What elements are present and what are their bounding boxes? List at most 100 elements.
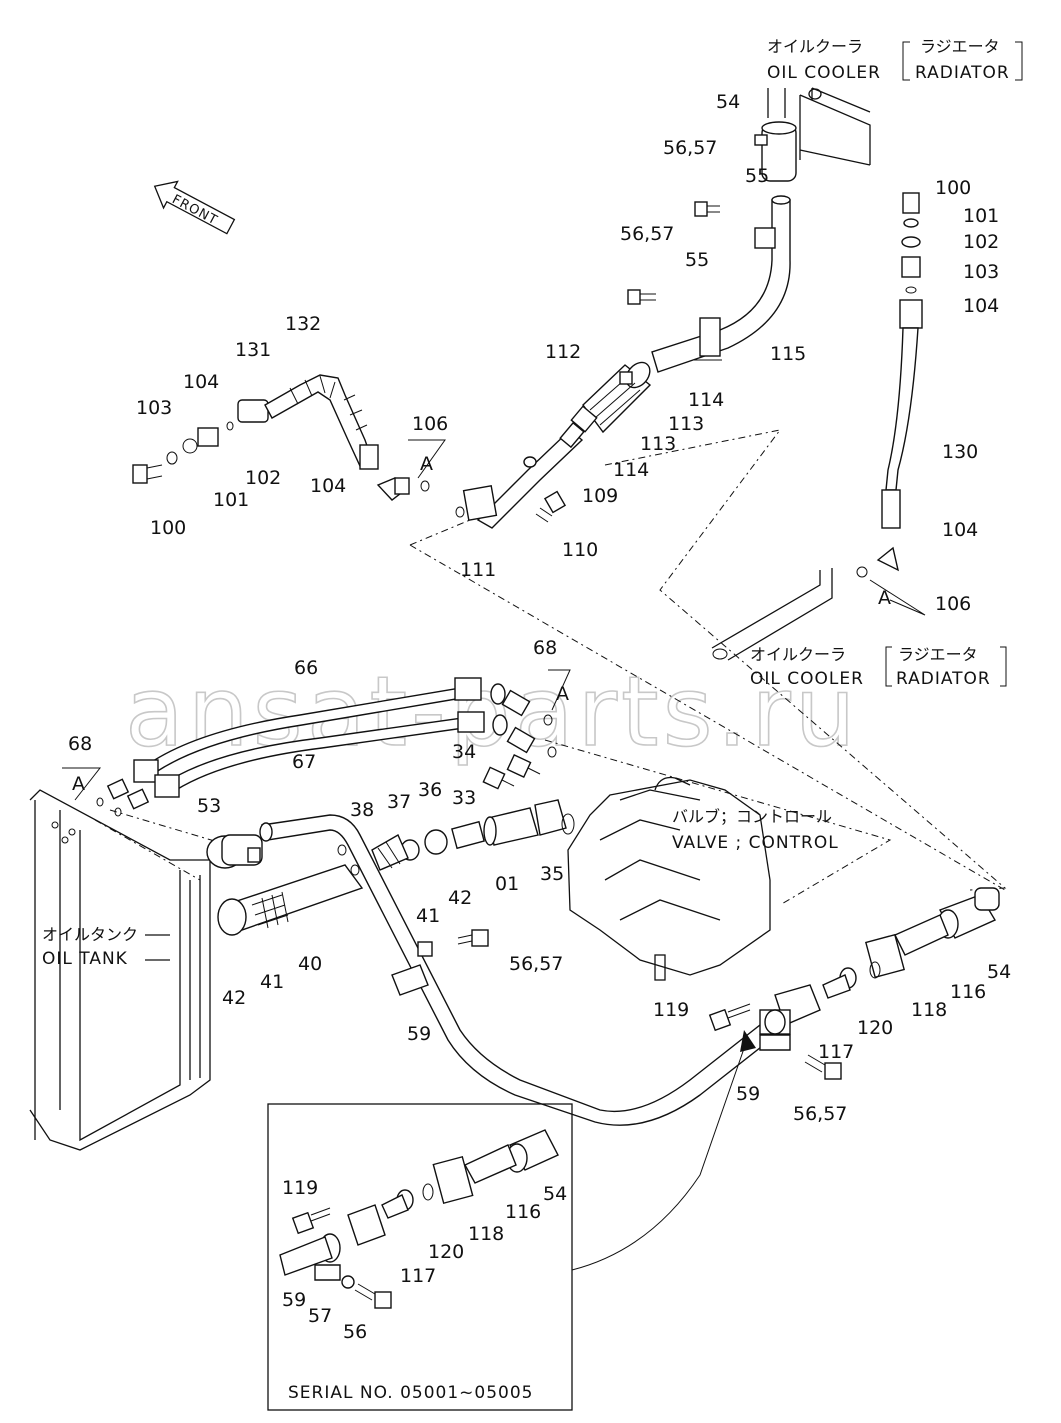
leader-dashed-1 xyxy=(409,429,1007,891)
part-number: 119 xyxy=(653,999,689,1021)
part-number: 130 xyxy=(942,441,978,463)
part-number: 66 xyxy=(294,657,318,679)
inset-arrow-line xyxy=(571,1036,749,1271)
radiator-top-en: RADIATOR xyxy=(915,63,1010,83)
part-number: A xyxy=(420,453,433,475)
part-number: 114 xyxy=(688,389,724,411)
oil-tank-drawing xyxy=(29,789,211,1151)
inset-arrow-head xyxy=(740,1030,756,1052)
bolt-56-57-b xyxy=(627,289,656,305)
part-number: 35 xyxy=(540,863,564,885)
hose-40 xyxy=(217,864,364,936)
suction-pipe-main xyxy=(259,814,771,1126)
inset-pipe-assembly xyxy=(279,1129,559,1309)
hose-130 xyxy=(881,299,923,529)
pipe-116 xyxy=(822,914,949,999)
leader-A-68-left xyxy=(62,767,102,801)
fittings-68-left xyxy=(96,778,150,817)
fitting-33 xyxy=(482,766,515,790)
bolt-56-57-c xyxy=(457,929,489,947)
leader-A-right xyxy=(869,579,926,616)
part-number: 100 xyxy=(150,517,186,539)
fittings-100-104-right xyxy=(901,192,921,294)
radiator-mid-en: RADIATOR xyxy=(896,669,991,689)
part-number: 116 xyxy=(950,981,986,1003)
oring-111 xyxy=(455,506,465,518)
part-number: 37 xyxy=(387,791,411,813)
part-number: 102 xyxy=(963,231,999,253)
hose-67 xyxy=(154,711,536,798)
bolt-110 xyxy=(535,490,567,523)
part-number: 56,57 xyxy=(793,1103,847,1125)
leader-A-68-right xyxy=(548,669,571,711)
part-number: 119 xyxy=(282,1177,318,1199)
part-number: 118 xyxy=(911,999,947,1021)
part-number: 132 xyxy=(285,313,321,335)
valve-en: VALVE ; CONTROL xyxy=(672,833,839,853)
part-number: 103 xyxy=(963,261,999,283)
part-number: 33 xyxy=(452,787,476,809)
oil-tank-en: OIL TANK xyxy=(42,949,128,969)
control-valve-drawing xyxy=(567,776,771,981)
serial-inset-box xyxy=(267,1103,573,1411)
part-number: 100 xyxy=(935,177,971,199)
part-number: 117 xyxy=(400,1265,436,1287)
part-number: 56,57 xyxy=(663,137,717,159)
part-number: 41 xyxy=(416,905,440,927)
hose-132 xyxy=(237,374,379,470)
part-number: 113 xyxy=(668,413,704,435)
part-number: A xyxy=(556,683,569,705)
part-number: 131 xyxy=(235,339,271,361)
front-arrow-text: FRONT xyxy=(169,192,220,228)
part-number: 42 xyxy=(448,887,472,909)
valve-jp: バルブ；コントロール xyxy=(672,807,832,826)
clamp-54-right xyxy=(937,887,1000,939)
fitting-34 xyxy=(506,754,541,778)
part-number: 68 xyxy=(68,733,92,755)
part-number: 59 xyxy=(407,1023,431,1045)
fittings-100-104-left xyxy=(132,421,234,484)
serial-number-text: SERIAL NO. 05001~05005 xyxy=(288,1383,533,1403)
watermark-text: ansat-parts.ru xyxy=(125,656,860,768)
bracket-117 xyxy=(759,984,821,1051)
radiator-top-jp: ラジエータ xyxy=(920,37,1000,56)
part-number: A xyxy=(878,587,891,609)
clamp-54-top xyxy=(754,121,797,182)
part-number: 101 xyxy=(963,205,999,227)
part-number: 106 xyxy=(412,413,448,435)
part-number: 54 xyxy=(716,91,740,113)
bolt-56-57-a xyxy=(694,201,720,217)
leader-dashed-2 xyxy=(544,739,892,906)
part-number: 104 xyxy=(942,519,978,541)
part-number: A xyxy=(72,773,85,795)
oil-cooler-top-en: OIL COOLER xyxy=(767,63,881,83)
oil-cooler-top-jp: オイルクーラ xyxy=(767,37,863,56)
radiator-mid-jp: ラジエータ xyxy=(898,645,978,664)
pipe-109 xyxy=(462,421,585,529)
part-number: 34 xyxy=(452,741,476,763)
part-number: 118 xyxy=(468,1223,504,1245)
part-number: 120 xyxy=(857,1017,893,1039)
part-number: 106 xyxy=(935,593,971,615)
part-number: 55 xyxy=(685,249,709,271)
oil-cooler-mid-en: OIL COOLER xyxy=(750,669,864,689)
part-number: 112 xyxy=(545,341,581,363)
part-number: 113 xyxy=(640,433,676,455)
part-number: 67 xyxy=(292,751,316,773)
oil-cooler-mid-pipe xyxy=(711,568,833,661)
part-number: 116 xyxy=(505,1201,541,1223)
part-number: 120 xyxy=(428,1241,464,1263)
bolt-56-57-d xyxy=(804,1054,842,1080)
part-number: 54 xyxy=(543,1183,567,1205)
part-number: 110 xyxy=(562,539,598,561)
part-number: 68 xyxy=(533,637,557,659)
front-arrow: FRONT xyxy=(153,180,236,235)
oil-cooler-mid-jp: オイルクーラ xyxy=(750,645,846,664)
bolt-119 xyxy=(708,1003,751,1032)
fittings-36-38-01 xyxy=(400,799,575,861)
part-number: 104 xyxy=(310,475,346,497)
part-number: 111 xyxy=(460,559,496,581)
part-number: 114 xyxy=(613,459,649,481)
hose-66 xyxy=(133,677,531,783)
